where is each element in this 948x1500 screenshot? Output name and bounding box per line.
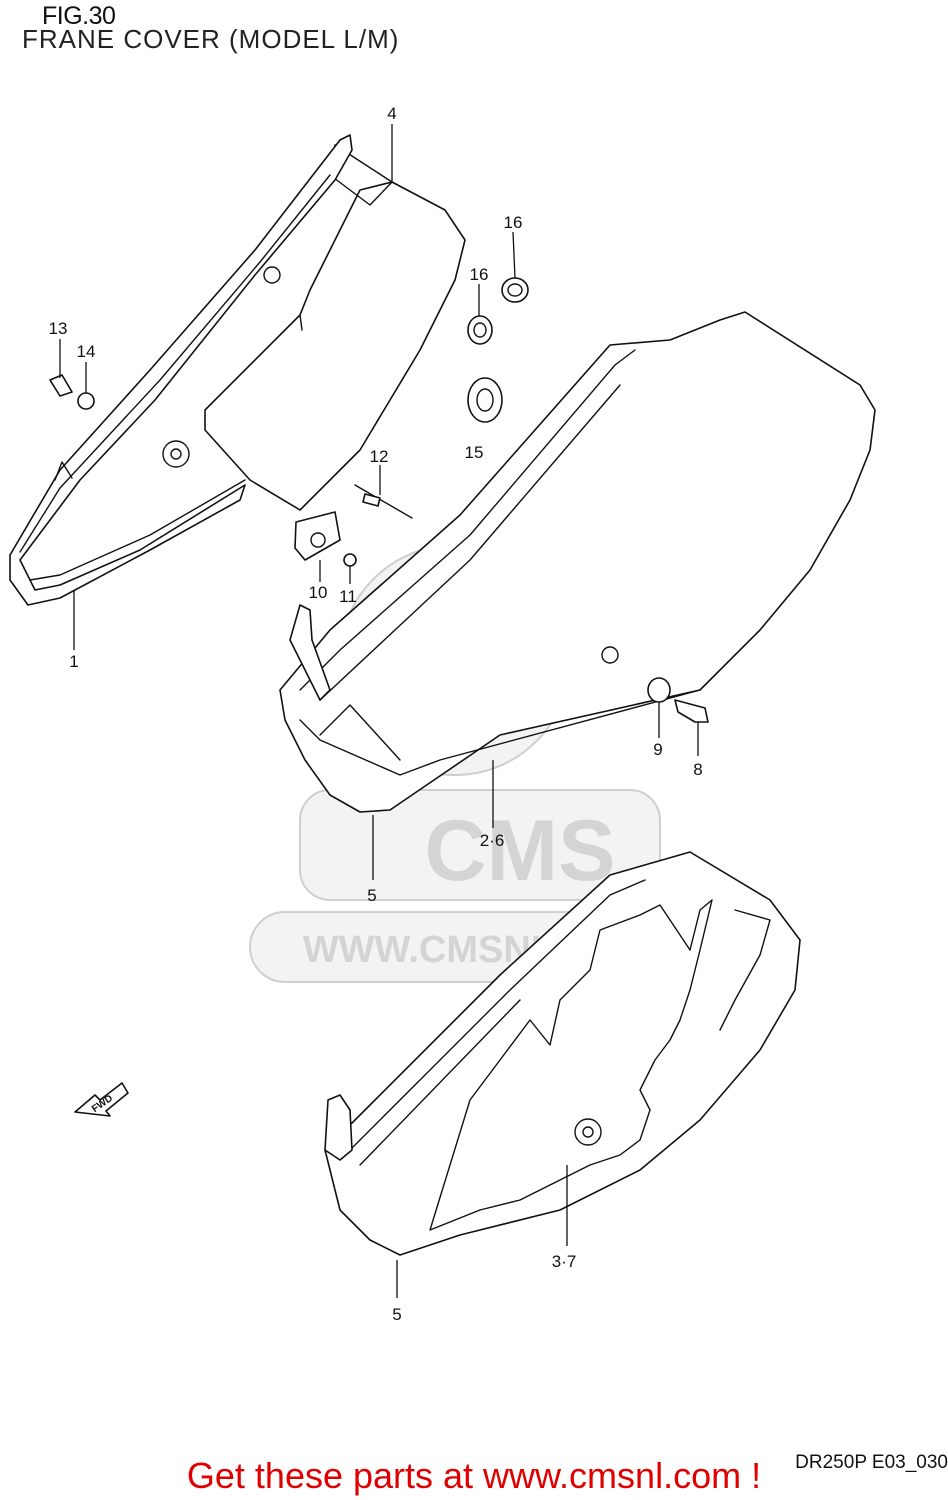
promo-link[interactable]: Get these parts at www.cmsnl.com !: [186, 1455, 762, 1496]
drawing-code: DR250P E03_030: [795, 1452, 948, 1473]
callout-9: 9: [653, 740, 662, 759]
part-4-upper-cover: [204, 144, 466, 511]
part-1-frame-cover: [9, 134, 353, 606]
callout-16-lower: 16: [470, 265, 489, 284]
hardware-8-bolt: [674, 699, 709, 723]
callout-5-upper: 5: [367, 886, 376, 905]
hardware-11-washer: [343, 553, 357, 567]
callout-3-7: 3·7: [552, 1252, 577, 1271]
callout-5-lower: 5: [392, 1305, 401, 1324]
callout-1: 1: [69, 652, 78, 671]
callout-4: 4: [387, 104, 396, 123]
callout-11: 11: [339, 587, 357, 606]
hardware-16-upper: [501, 277, 529, 303]
leader-lines: [59, 124, 699, 1298]
hardware-14-washer: [77, 392, 95, 410]
callout-12: 12: [370, 447, 389, 466]
watermark-logo: CMS: [424, 803, 615, 899]
part-2-6-frame-cover: [279, 311, 876, 813]
hardware-13-screw: [49, 374, 73, 397]
callout-14: 14: [77, 342, 96, 361]
callout-16-upper: 16: [504, 213, 523, 232]
fwd-arrow-icon: FWD: [74, 1082, 129, 1117]
callout-10: 10: [309, 583, 328, 602]
callout-13: 13: [49, 319, 68, 338]
hardware-15-grommet: [467, 377, 503, 423]
hardware-12-pin: [354, 484, 413, 519]
callout-2-6: 2·6: [480, 831, 505, 850]
hardware-16-lower: [467, 315, 493, 345]
figure-title: FRANE COVER (MODEL L/M): [22, 24, 400, 54]
hardware-9-washer: [647, 677, 671, 703]
callout-8: 8: [693, 760, 702, 779]
hardware-10-clip: [294, 511, 341, 561]
part-3-7-frame-cover: [324, 851, 801, 1256]
figure-number: FIG.30: [42, 2, 116, 30]
callout-15: 15: [465, 443, 484, 462]
